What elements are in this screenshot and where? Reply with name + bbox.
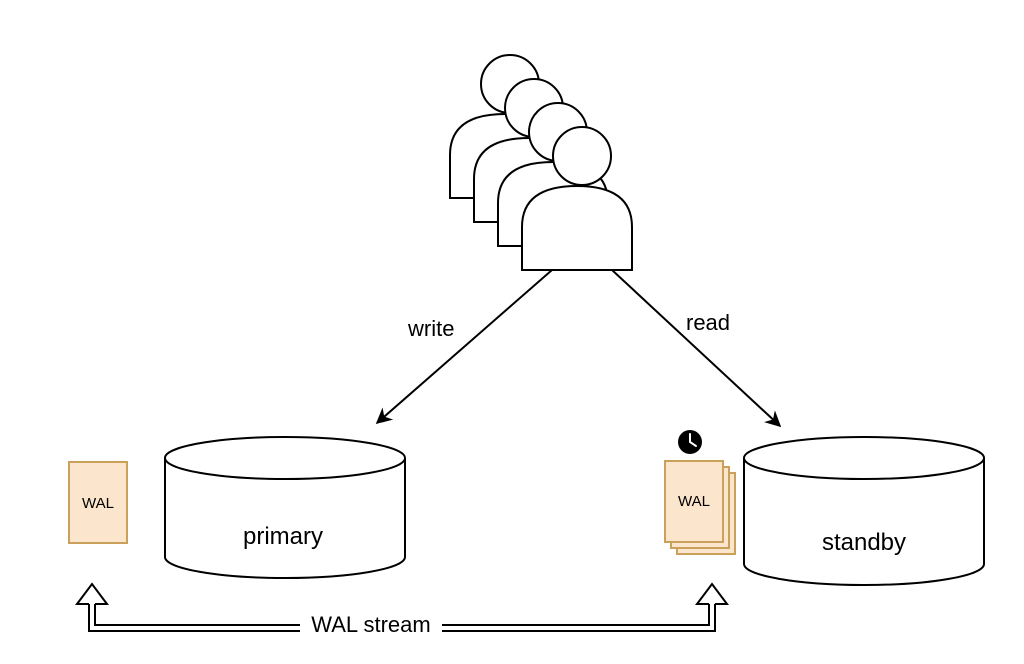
standby-database-icon [743, 436, 985, 586]
standby-wal-page [664, 460, 724, 543]
primary-wal-document [68, 461, 128, 544]
standby-label: standby [822, 529, 906, 556]
user-group-icon [449, 54, 633, 271]
standby-wal-label: WAL [678, 493, 710, 510]
write-label: write [407, 316, 454, 341]
wal-stream-arrowhead-left [75, 582, 109, 605]
primary-database-icon [164, 436, 406, 579]
clock-icon [678, 430, 702, 454]
write-arrow [375, 269, 553, 425]
read-label: read [686, 310, 730, 335]
standby-wal-stack [664, 460, 736, 555]
wal-stream-label: WAL stream [311, 612, 430, 637]
read-arrow [611, 269, 782, 428]
wal-stream-arrowhead-right [695, 582, 729, 605]
primary-label: primary [243, 523, 323, 550]
wal-stream-label-background [300, 614, 442, 638]
primary-wal-label: WAL [82, 495, 114, 512]
user-icon [521, 126, 633, 271]
